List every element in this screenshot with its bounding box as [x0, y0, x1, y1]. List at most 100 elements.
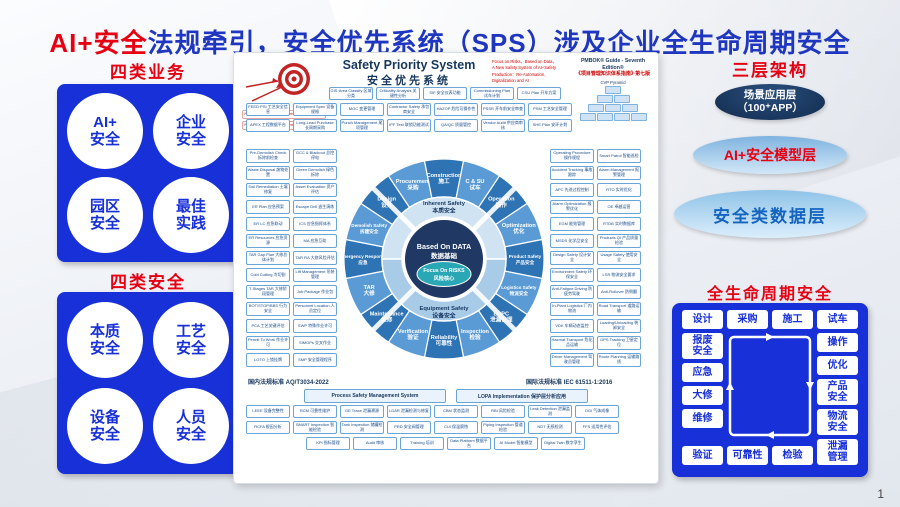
lifecycle-box-operation: 操作	[817, 333, 858, 352]
mini-box: Accident Tracking 事故跟踪	[550, 166, 594, 180]
mini-box: SMART Inspection 智能检验	[293, 421, 337, 434]
mini-box: Alarm Management 报警管理	[597, 166, 641, 180]
mini-box: MOC 变更管理	[340, 103, 384, 116]
mini-box: Operating Procedure 操作规程	[550, 149, 594, 163]
mini-box: GPS Tracking 卫星定位	[597, 336, 641, 350]
ring-segment-c-su	[455, 160, 501, 209]
mini-box: SHE Plan 安环计划	[528, 119, 572, 132]
mini-box: MSDS 化学品安全	[550, 234, 594, 248]
target-icon	[245, 63, 310, 102]
mini-box: Anti-Fatigue Driving 防疲劳驾驶	[550, 285, 594, 299]
pmbok-title: PMBOK® Guide - Seventh Edition®	[580, 58, 646, 71]
hub-data-label-cn: 数据基础	[431, 251, 458, 260]
lopa-wide-box: LOPA Implementation 保护层分析应用	[456, 389, 588, 403]
lifecycle-box-verification: 验证	[682, 446, 723, 465]
safety-circle-process: 工艺 安全	[153, 302, 229, 378]
domestic-standard-label: 国内法规标准 AQ/T3034-2022	[248, 380, 329, 386]
business-circle-best-practice: 最佳 实践	[153, 177, 229, 253]
mini-box: APEX 工程数据平台	[246, 119, 290, 132]
mini-box: PSM 工艺安全管理	[528, 103, 572, 116]
mini-box: Lift Management 吊装管理	[293, 268, 337, 282]
ring-segment-design	[360, 175, 411, 226]
lifecycle-box-demolish-safety: 报废 安全	[682, 333, 723, 359]
mini-box: Audit 审核	[353, 437, 397, 450]
ring-segment-lopc	[477, 292, 528, 343]
header-three-layer-architecture: 三层架构	[732, 61, 808, 80]
ring-segment-operation	[477, 175, 528, 226]
pmbok-block: PMBOK® Guide - Seventh Edition® 《项目管理知识体…	[574, 58, 652, 121]
inherent-safety-label-cn: 本质安全	[432, 207, 455, 215]
risk-badge	[416, 261, 472, 287]
sps-panel: No Personal Injury Incidents 无人身伤害事故 No …	[233, 52, 659, 484]
mini-box: In-Plant Logistics 厂内物流	[550, 302, 594, 316]
mini-box: TAR RA 大修风险评估	[293, 251, 337, 265]
pmbok-pyramid-row-4	[574, 112, 652, 121]
ring-segment-maintenance	[360, 292, 411, 343]
mini-box: Alarm Optimization 报警优化	[550, 200, 594, 214]
lifecycle-box-procurement: 采购	[727, 310, 768, 329]
mini-box: Road Transport 道路运输	[597, 302, 641, 316]
page-number: 1	[877, 487, 884, 501]
sps-title-en: Safety Priority System	[342, 58, 476, 72]
inner-ring-top	[381, 196, 507, 260]
ring-segment-verification	[387, 309, 433, 358]
mini-box: Asset Evaluation 资产评估	[293, 183, 337, 197]
title-red-part: AI+安全	[49, 28, 148, 59]
lifecycle-box-reliability: 可靠性	[727, 446, 768, 465]
mini-box: GE Trace 泄漏溯源	[340, 405, 384, 418]
mini-box: RCFA 根因分析	[246, 421, 290, 434]
mini-box: Punch Management 尾项管理	[340, 119, 384, 132]
pmbok-pyramid-row-1	[574, 85, 652, 94]
mini-box: Usage Safety 使用安全	[597, 251, 641, 265]
hub-data-label-en: Based On DATA	[417, 242, 471, 251]
pmbok-pyramid-row-2	[574, 94, 652, 103]
safety-circle-inherent: 本质 安全	[67, 302, 143, 378]
business-circle-ai-safety: AI+ 安全	[67, 93, 143, 169]
pmbok-subtitle: 《项目管理知识体系指南》·第七版	[575, 71, 651, 77]
mini-box: Equipment Spec 设备规格	[293, 103, 337, 116]
mini-box: RCM 可靠性维护	[293, 405, 337, 418]
lifecycle-panel: 设计 采购 施工 试车 操作 优化 产品 安全 物流 安全 泄漏 管理 检验 可…	[672, 303, 868, 477]
pmbok-pyramid-label: CVP Pyramid	[600, 79, 626, 85]
mini-box: EGM 能效管理	[550, 217, 594, 231]
architecture-pyramid: 场景应用层 （100⁺APP） AI+安全模型层 安全类数据层	[668, 84, 872, 238]
mini-box: Smart Patrol 智能巡检	[597, 149, 641, 163]
mini-box: PSSR 开车前安全审查	[481, 103, 525, 116]
mini-box: Training 培训	[400, 437, 444, 450]
pmbok-pyramid-row-3	[574, 103, 652, 112]
mini-box: RTDB 实时数据库	[597, 217, 641, 231]
safety-circle-equipment: 设备 安全	[67, 388, 143, 464]
mini-box: NDT 无损检测	[528, 421, 572, 434]
mini-box: I-EEE 设备完整性	[246, 405, 290, 418]
mini-box: OGI 气体成像	[575, 405, 619, 418]
mini-box: ER Resources 应急资源	[246, 234, 290, 248]
mini-box: Criticality Analysis 关键性分析	[376, 87, 420, 100]
mini-box: Personnel Location 人员定位	[293, 302, 337, 316]
mini-box: CBM 状态监测	[434, 405, 478, 418]
header-four-businesses: 四类业务	[110, 63, 186, 82]
mini-box: Tank Inspection 储罐检测	[340, 421, 384, 434]
lifecycle-box-lopc: 泄漏 管理	[817, 439, 858, 465]
mini-box: Products QI 产品质量检验	[597, 234, 641, 248]
equipment-safety-label-en: Equipment Safety	[420, 306, 470, 312]
lifecycle-box-logistics-safety: 物流 安全	[817, 409, 858, 435]
mini-box: Hazmat Transport 危化品运输	[550, 336, 594, 350]
ring-segment-demolish-safety	[345, 202, 394, 248]
hub-circle	[403, 218, 485, 300]
mini-box: LDAR 泄漏检测与修复	[387, 405, 431, 418]
mini-box: Data Platform 数据平台	[447, 437, 491, 450]
sps-title: Safety Priority System 安全优先系统	[329, 58, 489, 88]
